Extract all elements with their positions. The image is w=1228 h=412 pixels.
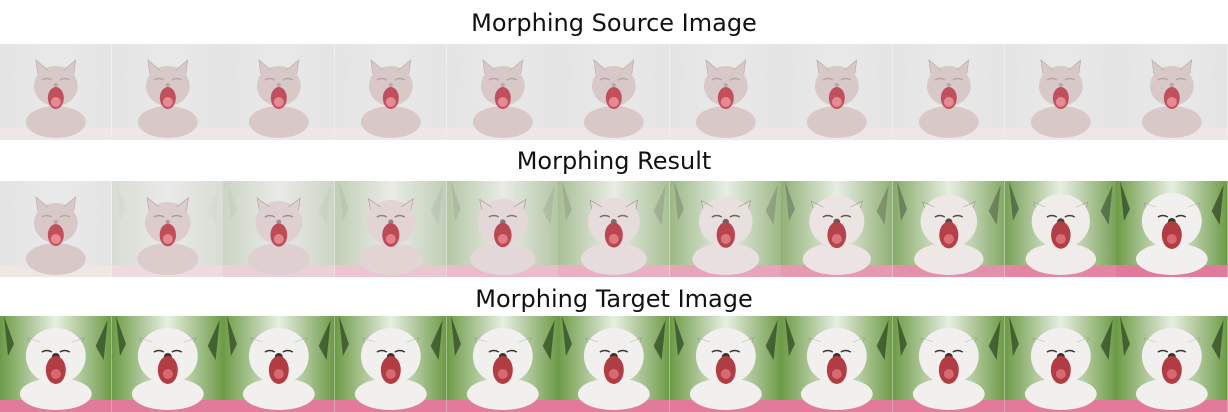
- kitten-to-puppy-frame-6: [558, 181, 670, 277]
- kitten-to-puppy-frame-5: [446, 181, 559, 277]
- puppy-frame-8: [781, 316, 893, 412]
- kitten-to-puppy-frame-4: [334, 181, 447, 277]
- puppy-frame-2: [111, 316, 224, 412]
- puppy-frame-4: [334, 316, 447, 412]
- puppy-frame-1: [0, 316, 112, 412]
- kitten-frame-1: [0, 44, 112, 140]
- kitten-frame-11: [1116, 44, 1228, 140]
- row-title-target: Morphing Target Image: [475, 285, 753, 313]
- kitten-to-puppy-frame-1: [0, 181, 112, 277]
- source-image-strip: [0, 44, 1228, 140]
- target-image-strip: [0, 316, 1228, 412]
- kitten-frame-8: [781, 44, 893, 140]
- row-title-result: Morphing Result: [516, 147, 712, 175]
- kitten-frame-2: [111, 44, 224, 140]
- puppy-frame-5: [446, 316, 559, 412]
- kitten-frame-6: [558, 44, 670, 140]
- kitten-frame-10: [1004, 44, 1117, 140]
- result-image-strip: [0, 181, 1228, 277]
- kitten-to-puppy-frame-2: [111, 181, 224, 277]
- kitten-frame-7: [669, 44, 782, 140]
- puppy-frame-9: [893, 316, 1005, 412]
- kitten-to-puppy-frame-3: [223, 181, 335, 277]
- kitten-to-puppy-frame-10: [1004, 181, 1117, 277]
- puppy-frame-6: [558, 316, 670, 412]
- kitten-to-puppy-frame-11: [1116, 181, 1228, 277]
- kitten-frame-4: [334, 44, 447, 140]
- kitten-to-puppy-frame-9: [893, 181, 1005, 277]
- kitten-frame-9: [893, 44, 1005, 140]
- row-title-source: Morphing Source Image: [471, 9, 757, 37]
- puppy-frame-11: [1116, 316, 1228, 412]
- puppy-frame-10: [1004, 316, 1117, 412]
- kitten-frame-3: [223, 44, 335, 140]
- puppy-frame-3: [223, 316, 335, 412]
- kitten-to-puppy-frame-8: [781, 181, 893, 277]
- kitten-frame-5: [446, 44, 559, 140]
- puppy-frame-7: [669, 316, 782, 412]
- kitten-to-puppy-frame-7: [669, 181, 782, 277]
